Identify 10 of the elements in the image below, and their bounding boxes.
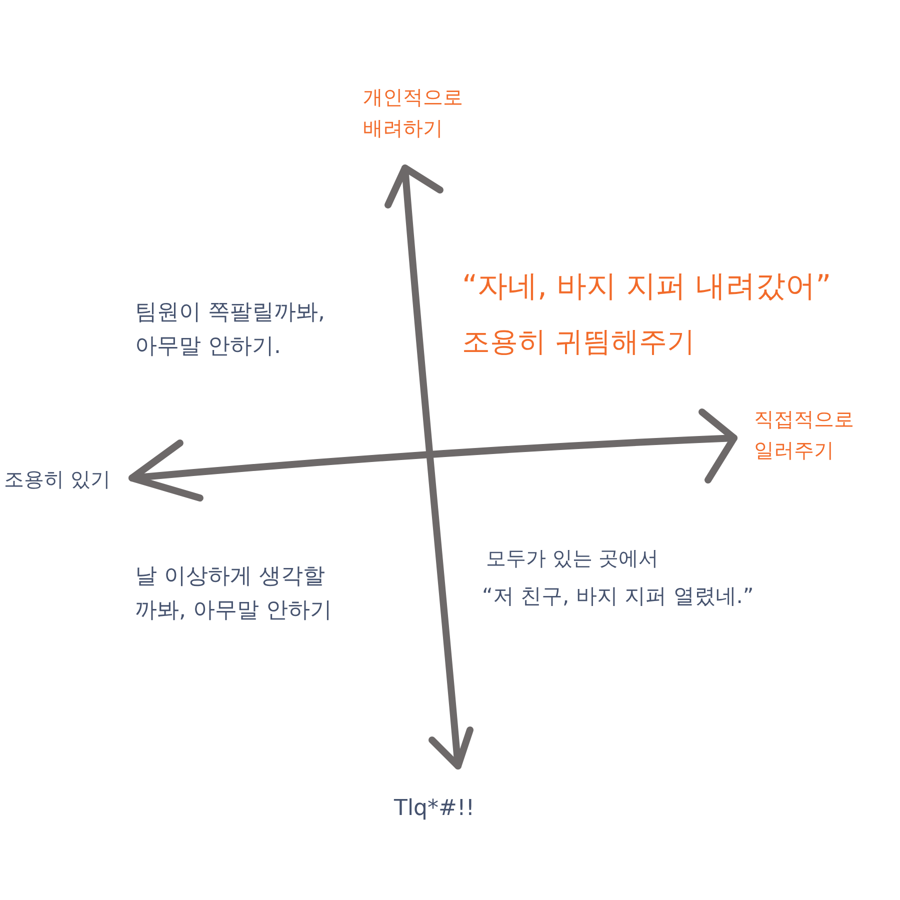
- quadrant-note: 팀원이 쪽팔릴까봐, 아무말 안하기.: [135, 299, 326, 362]
- axis-label: 조용히 있기: [4, 466, 110, 493]
- axis-label: 직접적으로 일러주기: [754, 406, 855, 464]
- quadrant-note: 조용히 귀띔해주기: [462, 324, 695, 360]
- quadrant-note: 모두가 있는 곳에서: [486, 545, 659, 572]
- axis-label: Tlq*#!!: [394, 795, 475, 823]
- axis-label: 개인적으로 배려하기: [363, 84, 464, 142]
- quote-text: “저 친구, 바지 지퍼 열렸네.”: [482, 583, 754, 610]
- quadrant-note: 날 이상하게 생각할 까봐, 아무말 안하기: [135, 563, 333, 626]
- quote-text: “자네, 바지 지퍼 내려갔어”: [462, 268, 832, 306]
